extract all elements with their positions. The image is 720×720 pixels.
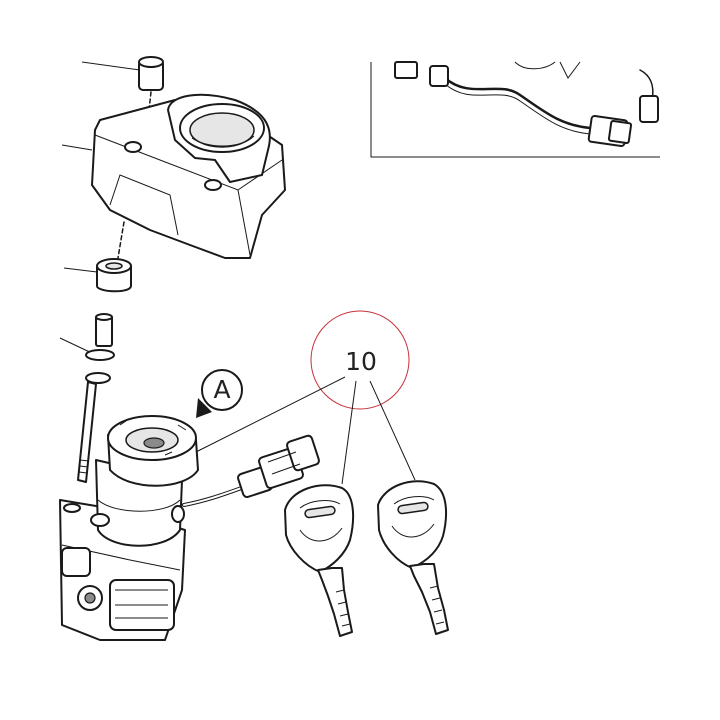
lock-housing-cover [91,93,286,259]
leader-lines-left [59,61,141,356]
ignition-switch-assembly [59,415,320,641]
part-callout-10: 10 [195,310,416,485]
assembly-axis [117,221,125,259]
shear-bolt [77,313,115,483]
ignition-key-2 [377,480,449,635]
top-bushing [138,56,164,111]
leader-line-switch [195,376,346,453]
leader-line-key-2 [369,380,416,481]
part-number-label: 10 [345,347,377,376]
inset-detail-box [370,61,660,158]
view-label-a: A [213,375,230,404]
leader-line-key-1 [341,380,357,485]
view-arrow-circle-icon: A [196,369,243,418]
spacer-bushing [96,258,132,293]
highlight-circle [310,310,410,410]
ignition-key-1 [284,484,355,637]
